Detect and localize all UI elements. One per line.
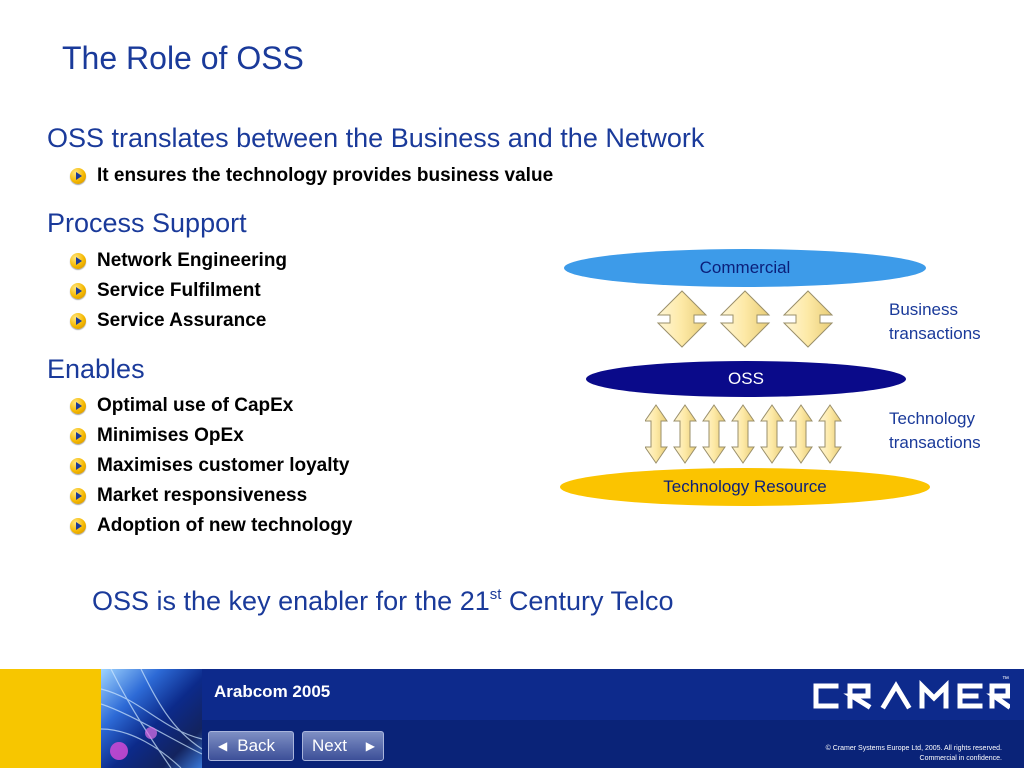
list-item: Service Assurance [70,306,287,336]
technology-resource-layer: Technology Resource [560,468,930,506]
commercial-layer: Commercial [564,249,926,287]
footer-accent-block [0,669,101,768]
footer-band-top [202,669,1024,720]
slide-title: The Role of OSS [62,40,304,76]
technology-transaction-arrows [645,404,842,464]
play-bullet-icon [70,488,86,504]
vertical-double-arrow-icon [789,404,813,464]
vertical-double-arrow-icon [702,404,726,464]
double-headed-arrow-icon [782,290,834,348]
play-bullet-icon [70,253,86,269]
vertical-double-arrow-icon [818,404,842,464]
event-name: Arabcom 2005 [214,682,331,701]
back-button[interactable]: ◀ Back [208,731,294,761]
play-bullet-icon [70,428,86,444]
list-item: Market responsiveness [70,481,352,511]
play-bullet-icon [70,283,86,299]
bullet-list-translation: It ensures the technology provides busin… [70,161,553,191]
back-arrow-icon: ◀ [218,739,228,753]
business-transactions-label: Business transactions [889,300,981,343]
list-item: Minimises OpEx [70,421,352,451]
play-bullet-icon [70,313,86,329]
tagline: OSS is the key enabler for the 21st Cent… [92,586,674,616]
play-bullet-icon [70,518,86,534]
double-headed-arrow-icon [719,290,771,348]
play-bullet-icon [70,168,86,184]
list-item: Maximises customer loyalty [70,451,352,481]
next-button[interactable]: Next ▶ [302,731,384,761]
footer-fibre-image [101,669,202,768]
play-bullet-icon [70,458,86,474]
play-bullet-icon [70,398,86,414]
list-item: Optimal use of CapEx [70,391,352,421]
section-heading-enables: Enables [47,354,145,384]
next-arrow-icon: ▶ [365,739,375,753]
cramer-logo: ™ [810,676,1012,719]
bullet-list-process-support: Network Engineering Service Fulfilment S… [70,246,287,336]
bullet-list-enables: Optimal use of CapEx Minimises OpEx Maxi… [70,391,352,541]
technology-transactions-label: Technology transactions [889,409,981,452]
double-headed-arrow-icon [656,290,708,348]
oss-layer: OSS [586,361,906,397]
list-item: Adoption of new technology [70,511,352,541]
vertical-double-arrow-icon [673,404,697,464]
vertical-double-arrow-icon [645,404,668,464]
section-heading-process-support: Process Support [47,208,247,238]
section-heading-translation: OSS translates between the Business and … [47,123,705,153]
vertical-double-arrow-icon [760,404,784,464]
list-item: Service Fulfilment [70,276,287,306]
fibre-optic-image-icon [101,669,202,768]
list-item: It ensures the technology provides busin… [70,161,553,191]
business-transaction-arrows [656,290,834,348]
vertical-double-arrow-icon [731,404,755,464]
cramer-logo-icon [813,679,1012,710]
list-item: Network Engineering [70,246,287,276]
copyright-notice: © Cramer Systems Europe Ltd, 2005. All r… [825,745,1002,762]
